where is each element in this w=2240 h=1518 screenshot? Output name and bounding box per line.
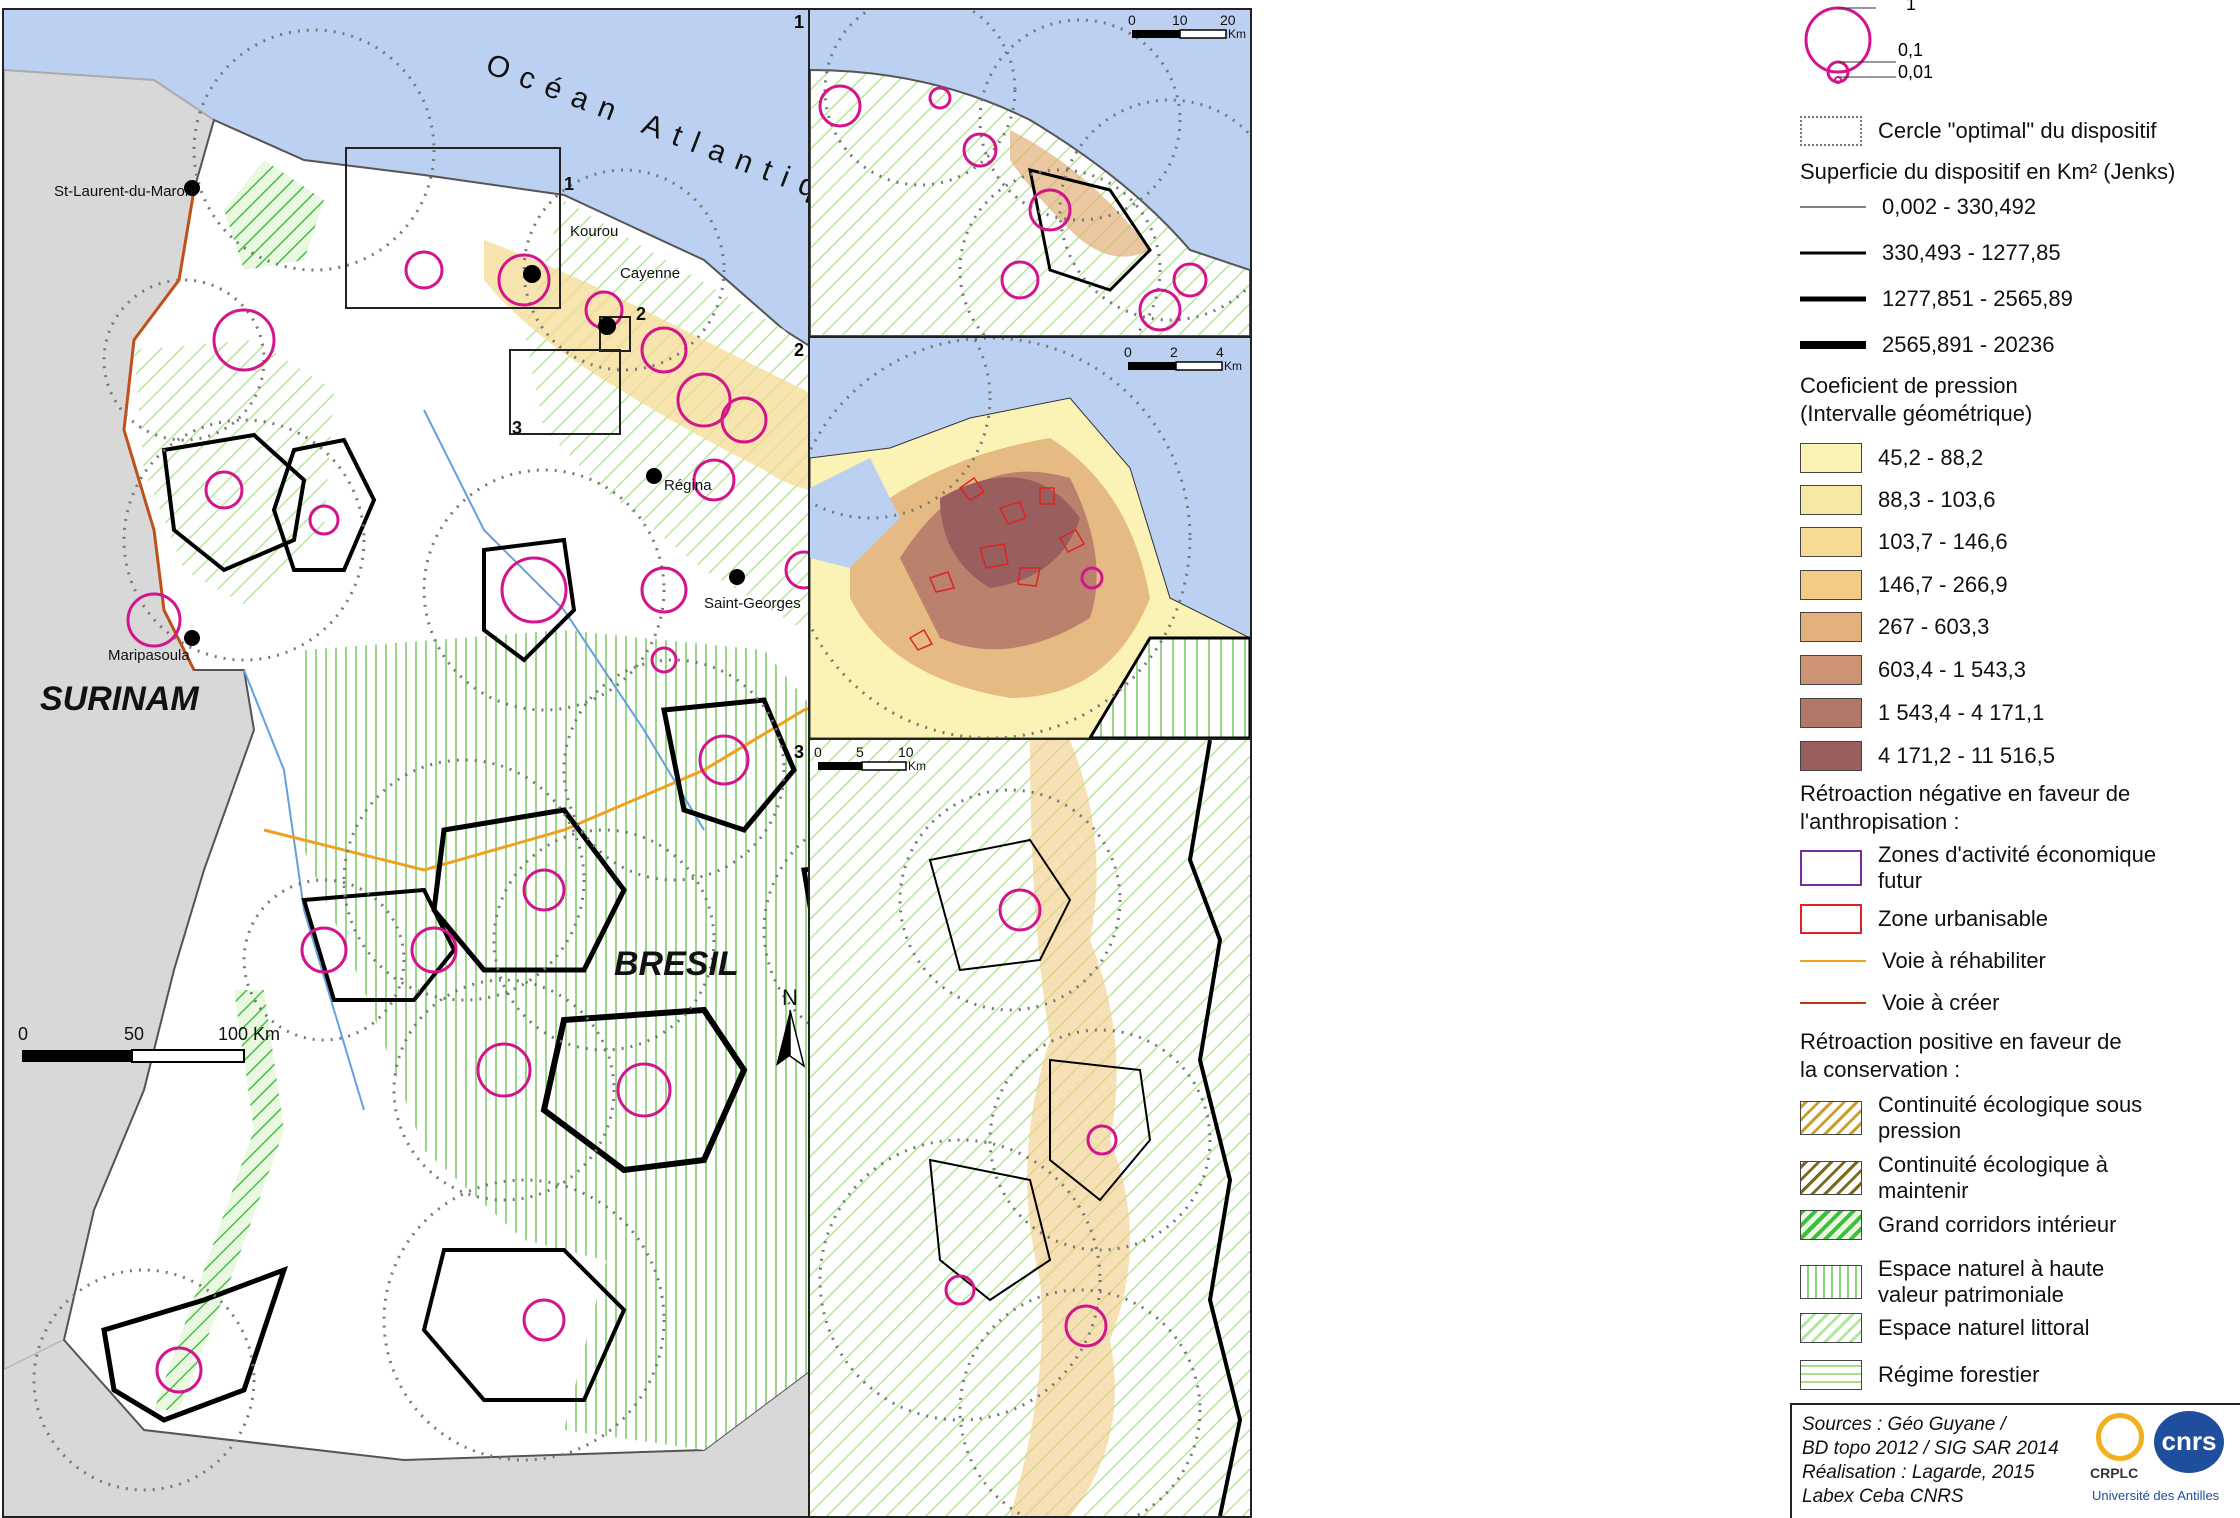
inset-panel-1[interactable]: 0 10 20 Km xyxy=(808,8,1252,338)
sources-box: Sources : Géo Guyane / BD topo 2012 / SI… xyxy=(1790,1403,2240,1518)
town-label-kourou: Kourou xyxy=(570,223,618,240)
svg-text:0: 0 xyxy=(814,744,822,760)
legend-pression-class: 4 171,2 - 11 516,5 xyxy=(1788,741,2055,771)
svg-text:4: 4 xyxy=(1216,344,1224,360)
crplc-logo-text: CRPLC xyxy=(2090,1465,2139,1481)
svg-text:N: N xyxy=(782,985,798,1010)
inset-3-canvas: 0 5 10 Km xyxy=(810,740,1250,1516)
cnrs-logo-icon: cnrs xyxy=(2154,1411,2224,1473)
inset-3-scalebar: 0 5 10 Km xyxy=(814,744,926,773)
legend-pression-class: 103,7 - 146,6 xyxy=(1788,527,2008,557)
inset-1-canvas: 0 10 20 Km xyxy=(810,10,1250,336)
legend-grand-corridors: Grand corridors intérieur xyxy=(1788,1210,2116,1240)
legend-superficie-class: 1277,851 - 2565,89 xyxy=(1800,286,2073,311)
legend-pression-title: Coeficient de pression(Intervalle géomét… xyxy=(1800,373,2033,426)
inset-ref-3: 3 xyxy=(512,418,522,438)
svg-text:10: 10 xyxy=(1172,12,1188,28)
crplc-logo-icon xyxy=(2096,1413,2144,1461)
legend-pression-class: 1 543,4 - 4 171,1 xyxy=(1788,698,2044,728)
town-label-regina: Régina xyxy=(664,477,712,494)
proportional-circles-legend xyxy=(1804,6,1896,84)
legend-voie-rehabiliter: Voie à réhabiliter xyxy=(1800,948,2046,973)
inset-number-1: 1 xyxy=(794,12,805,32)
legend-pression-class: 267 - 603,3 xyxy=(1788,612,1989,642)
svg-text:Km: Km xyxy=(1224,359,1242,373)
svg-text:2: 2 xyxy=(1170,344,1178,360)
sources-line: Réalisation : Lagarde, 2015 xyxy=(1802,1462,2035,1483)
svg-text:0: 0 xyxy=(1128,12,1136,28)
legend-pression-class: 45,2 - 88,2 xyxy=(1788,443,1983,473)
svg-text:0: 0 xyxy=(1124,344,1132,360)
sources-line: Labex Ceba CNRS xyxy=(1802,1486,1964,1507)
inset-1-scalebar: 0 10 20 Km xyxy=(1128,12,1246,41)
inset-number-2: 2 xyxy=(794,340,805,360)
universite-antilles-logo: Université des Antilles xyxy=(2092,1488,2220,1503)
legend-espace-littoral: Espace naturel littoral xyxy=(1788,1313,2090,1343)
town-label-st-laurent: St-Laurent-du-Maroni xyxy=(54,183,197,200)
legend-superficie-class: 0,002 - 330,492 xyxy=(1800,194,2037,219)
legend-panel: 1 0,1 0,01 Cercle "optimal" du dispositi… xyxy=(1788,0,2240,1518)
svg-text:5: 5 xyxy=(856,744,864,760)
inset-number-3: 3 xyxy=(794,742,805,762)
legend-superficie-class: 330,493 - 1277,85 xyxy=(1800,240,2061,265)
legend-regime-forestier: Régime forestier xyxy=(1788,1360,2039,1390)
north-arrow-icon: N xyxy=(776,985,806,1068)
legend-zone-urbanisable: Zone urbanisable xyxy=(1788,904,2048,934)
town-label-maripasoula: Maripasoula xyxy=(108,647,190,664)
legend-pression-class: 603,4 - 1 543,3 xyxy=(1788,655,2026,685)
svg-text:50: 50 xyxy=(124,1024,144,1044)
legend-optimal-circle: Cercle "optimal" du dispositif xyxy=(1788,116,2157,146)
inset-2-scalebar: 0 2 4 Km xyxy=(1124,344,1242,373)
svg-text:20: 20 xyxy=(1220,12,1236,28)
inset-ref-1: 1 xyxy=(564,174,574,194)
legend-voie-creer: Voie à créer xyxy=(1800,990,2000,1015)
inset-ref-2: 2 xyxy=(636,304,646,324)
svg-text:Km: Km xyxy=(1228,27,1246,41)
legend-circle-01: 0,1 xyxy=(1898,40,1924,60)
svg-text:10: 10 xyxy=(898,744,914,760)
inset-2-canvas: 0 2 4 Km xyxy=(810,338,1250,738)
svg-text:100 Km: 100 Km xyxy=(218,1024,280,1044)
legend-circle-001: 0,01 xyxy=(1898,62,1934,82)
inset-panel-3[interactable]: 0 5 10 Km xyxy=(808,738,1252,1518)
legend-pression-class: 88,3 - 103,6 xyxy=(1788,485,1995,515)
sources-line: BD topo 2012 / SIG SAR 2014 xyxy=(1802,1438,2059,1459)
town-label-saint-georges: Saint-Georges xyxy=(704,595,801,612)
sources-line: Sources : Géo Guyane / xyxy=(1802,1414,2006,1435)
inset-panel-2[interactable]: 0 2 4 Km xyxy=(808,336,1252,740)
main-scalebar: 0 50 100 Km xyxy=(18,1024,280,1063)
town-label-cayenne: Cayenne xyxy=(620,265,680,282)
legend-superficie-class: 2565,891 - 20236 xyxy=(1800,332,2055,357)
svg-text:0: 0 xyxy=(18,1024,28,1044)
legend-pression-class: 146,7 - 266,9 xyxy=(1788,570,2008,600)
legend-superficie-title: Superficie du dispositif en Km² (Jenks) xyxy=(1800,159,2176,184)
legend-circle-1: 1 xyxy=(1906,0,1917,14)
country-label-surinam: SURINAM xyxy=(40,680,199,718)
svg-text:Km: Km xyxy=(908,759,926,773)
country-label-bresil: BRESIL xyxy=(614,945,739,983)
